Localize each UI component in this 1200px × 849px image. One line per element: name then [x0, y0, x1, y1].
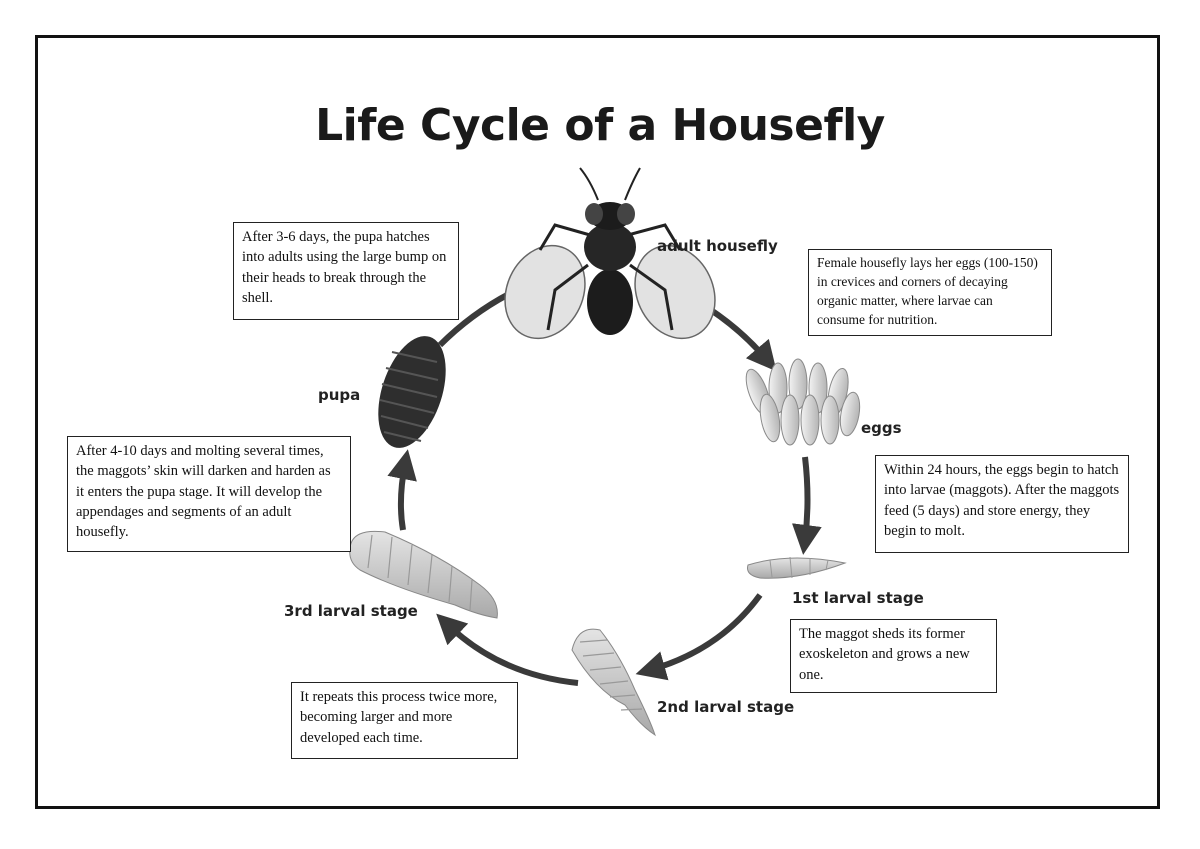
note-molting: After 4-10 days and molting several time…	[67, 436, 351, 552]
eggs-icon	[745, 358, 861, 446]
second-larval-icon	[571, 628, 656, 737]
note-pupa-hatch: After 3-6 days, the pupa hatches into ad…	[233, 222, 459, 320]
label-eggs: eggs	[861, 419, 902, 437]
arrow-first-larval-to-second	[635, 593, 763, 681]
note-repeats: It repeats this process twice more, beco…	[291, 682, 518, 759]
housefly-icon	[504, 167, 716, 340]
label-first-larval-stage: 1st larval stage	[792, 589, 924, 607]
page-title: Life Cycle of a Housefly	[315, 100, 885, 151]
label-adult-housefly: adult housefly	[657, 237, 778, 255]
arrow-third-larval-to-pupa	[387, 449, 417, 531]
third-larval-icon	[349, 530, 498, 619]
pupa-icon	[378, 336, 446, 448]
arrow-eggs-to-first-larval	[791, 456, 822, 555]
cycle-arrows	[387, 275, 822, 686]
note-eggs-laid: Female housefly lays her eggs (100-150) …	[808, 249, 1052, 336]
label-third-larval-stage: 3rd larval stage	[284, 602, 418, 620]
note-hatching: Within 24 hours, the eggs begin to hatch…	[875, 455, 1129, 553]
note-shedding: The maggot sheds its former exoskeleton …	[790, 619, 997, 693]
label-second-larval-stage: 2nd larval stage	[657, 698, 795, 716]
arrow-second-to-third-larval	[436, 613, 579, 686]
label-pupa: pupa	[318, 386, 361, 404]
first-larval-icon	[747, 556, 847, 579]
diagram-frame	[35, 35, 1160, 809]
